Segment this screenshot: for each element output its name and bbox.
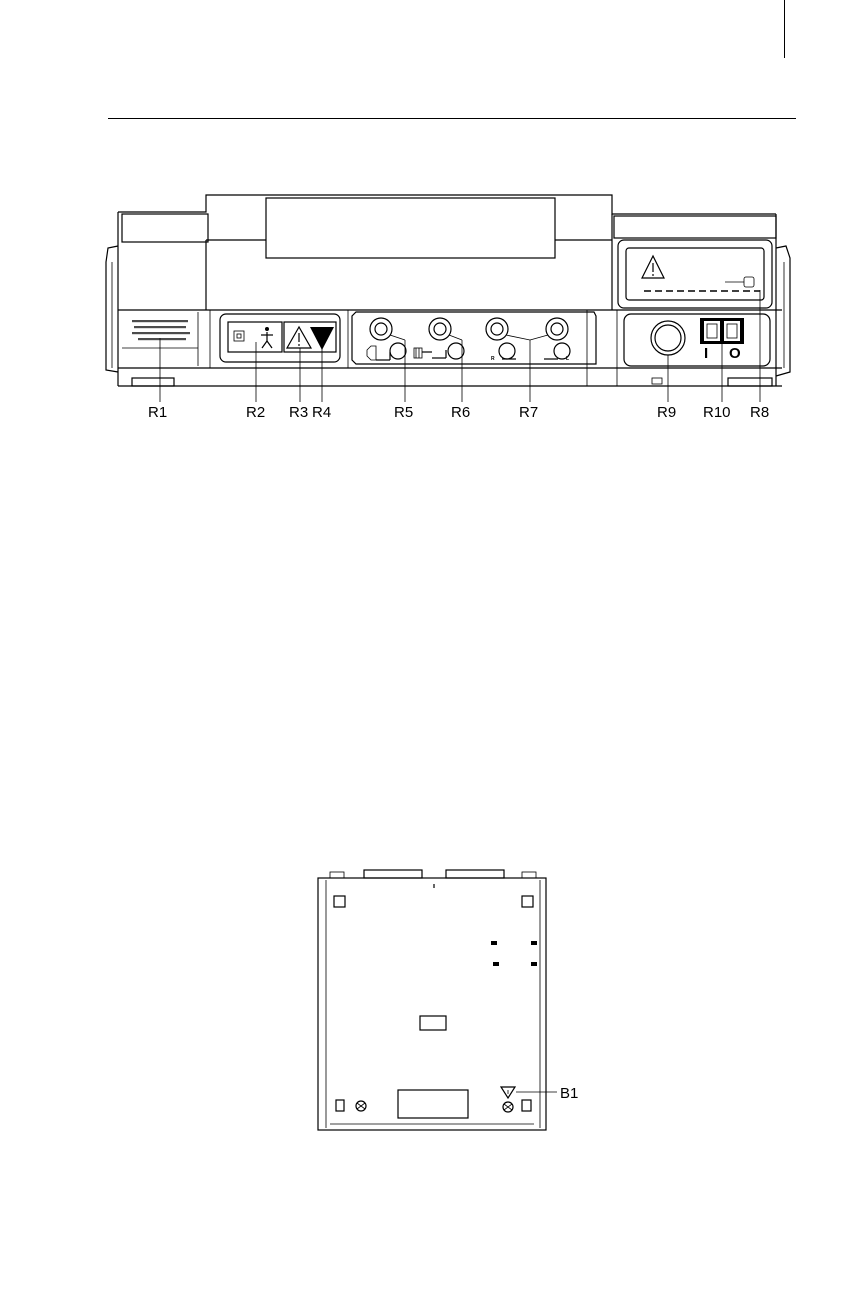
mount-hole <box>336 1100 344 1111</box>
bottom-label-area <box>398 1090 468 1118</box>
mount-hole <box>522 896 533 907</box>
power-inlet-r9[interactable] <box>651 321 685 355</box>
bottom-panel-diagram: B1 <box>318 870 578 1130</box>
mount-hole <box>522 1100 531 1111</box>
mount-hole <box>334 896 345 907</box>
jack-letter-left: L <box>566 356 569 362</box>
left-foot <box>132 378 174 386</box>
warning-label-frame <box>618 240 772 308</box>
callout-r3: R3 <box>289 404 308 421</box>
top-left-block <box>122 214 208 242</box>
double-insulation-icon <box>234 331 244 341</box>
right-foot <box>728 378 772 386</box>
callout-r5: R5 <box>394 404 413 421</box>
callout-r7: R7 <box>519 404 538 421</box>
power-panel <box>624 314 770 366</box>
right-latch <box>776 246 790 376</box>
callout-r2: R2 <box>246 404 265 421</box>
output-jack-r7-right[interactable] <box>486 318 515 359</box>
callout-r8: R8 <box>750 404 769 421</box>
carry-handle <box>266 198 555 258</box>
bone-conductor-icon <box>414 348 432 358</box>
callout-r10: R10 <box>703 404 731 421</box>
jack-panel <box>352 312 596 364</box>
callout-b1: B1 <box>560 1085 578 1102</box>
callout-r4: R4 <box>312 404 331 421</box>
callout-leaders <box>160 290 760 402</box>
callout-r9: R9 <box>657 404 676 421</box>
jack-letter-right: R <box>491 356 495 362</box>
power-off-symbol: O <box>729 345 741 362</box>
callout-r1: R1 <box>148 404 167 421</box>
fuse-rating-icon <box>310 327 334 350</box>
output-jack-r7-left[interactable] <box>546 318 570 359</box>
microphone-icon <box>367 346 376 360</box>
body-type-bf-icon <box>261 327 273 348</box>
rear-panel-diagram: R L I O <box>106 195 790 421</box>
power-switch-r10[interactable] <box>700 318 744 344</box>
rating-label <box>132 320 190 340</box>
power-on-symbol: I <box>704 345 708 362</box>
callout-r6: R6 <box>451 404 470 421</box>
bottom-vent <box>420 1016 446 1030</box>
